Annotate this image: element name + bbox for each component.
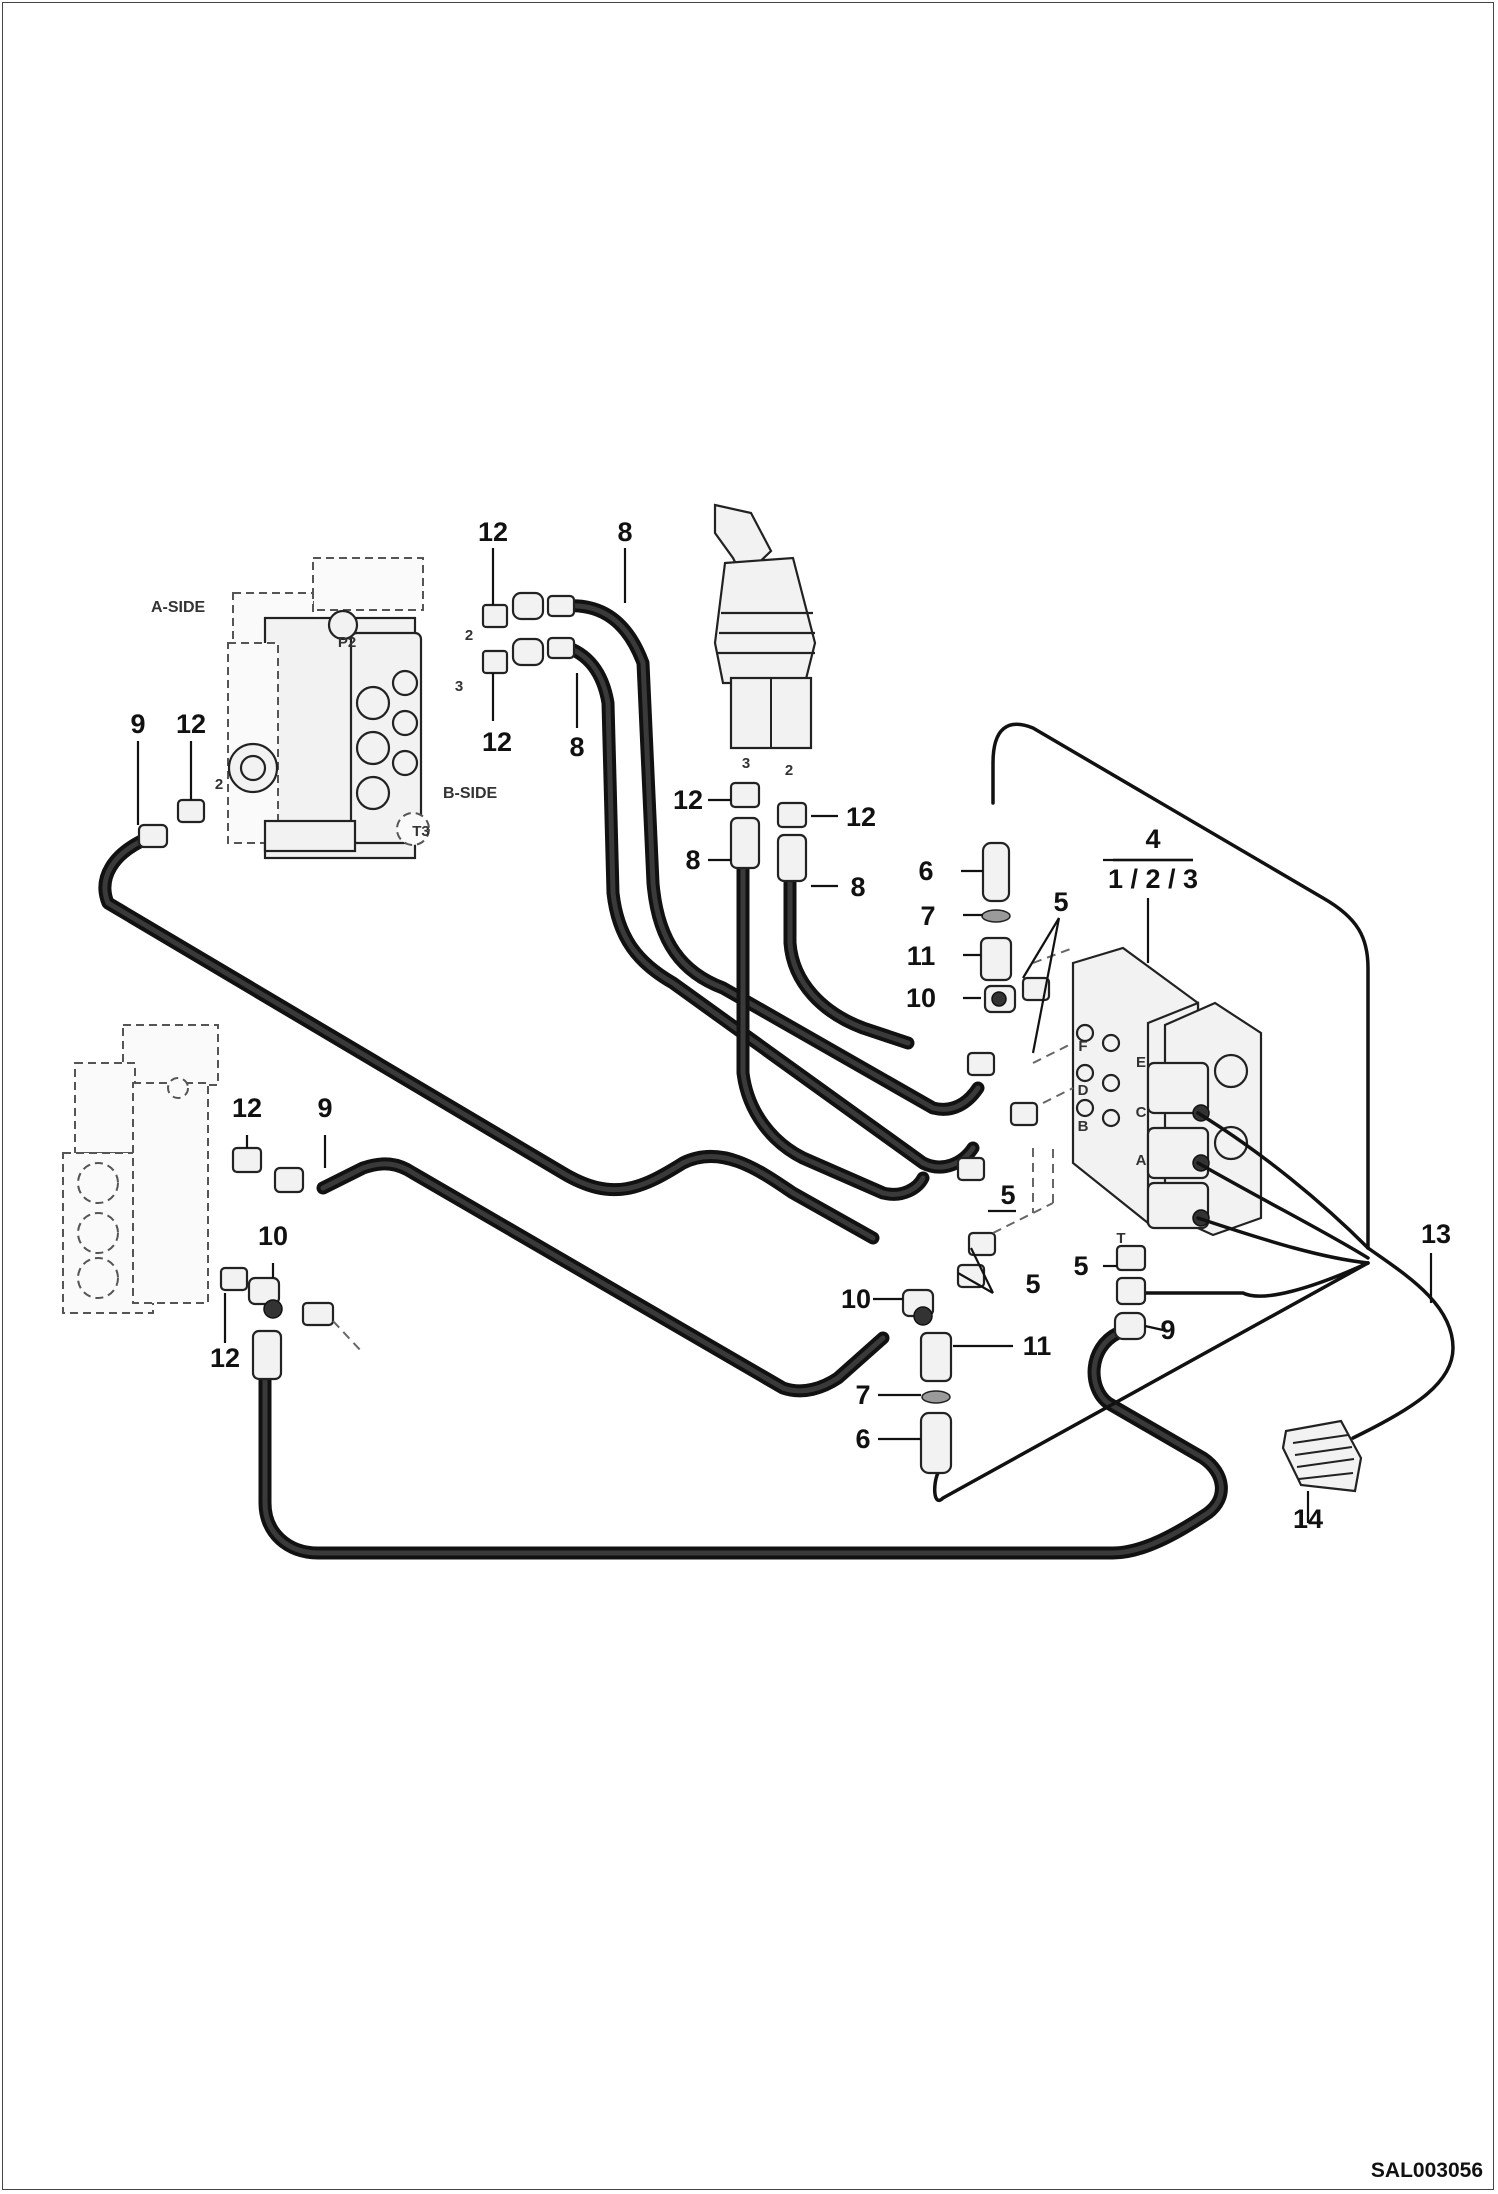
callout-4: 4 [1145,824,1160,854]
callout-13: 13 [1421,1219,1451,1249]
b-side-label: B-SIDE [443,785,498,802]
callout-7: 7 [855,1380,870,1410]
port-labels: A-SIDE B-SIDE P2 T3 2 3 2 3 2 E C A F D … [151,599,1147,1247]
callout-12: 12 [846,802,876,832]
block-port-b-label: B [1078,1118,1089,1135]
callout-8: 8 [569,732,584,762]
callout-8: 8 [617,517,632,547]
port-2b-label: 2 [215,776,223,793]
hydraulic-pilot-circuit-diagram: A-SIDE B-SIDE P2 T3 2 3 2 3 2 E C A F D … [62,503,1455,1560]
connector-plug [1281,1419,1363,1493]
callout-8: 8 [685,845,700,875]
main-control-valve [227,557,430,860]
callout-12: 12 [673,785,703,815]
callout-9: 9 [130,709,145,739]
callout-12: 12 [482,727,512,757]
block-port-d-label: D [1078,1082,1089,1099]
callout-5: 5 [1000,1180,1015,1210]
port-2-label: 2 [465,627,473,644]
dashed-connections [992,947,1074,1234]
auxiliary-valve [62,1024,219,1314]
joystick-port-2-label: 2 [785,762,793,779]
drawing-code: SAL003056 [1370,2159,1483,2182]
solenoid-valve-block [1071,946,1263,1237]
fittings [137,591,1147,1475]
callout-5: 5 [1073,1251,1088,1281]
callout-12: 12 [232,1093,262,1123]
callout-8: 8 [850,872,865,902]
hoses [98,599,1228,1560]
block-port-e-label: E [1136,1054,1146,1071]
callout-11: 11 [1023,1331,1052,1361]
joystick [713,503,817,750]
port-3-label: 3 [455,678,463,695]
t3-label: T3 [412,823,430,840]
block-port-f-label: F [1078,1038,1087,1055]
callout-12: 12 [176,709,206,739]
callout-5: 5 [1025,1269,1040,1299]
callout-6: 6 [918,856,933,886]
callout-7: 7 [920,901,935,931]
callout-9: 9 [317,1093,332,1123]
callout-12: 12 [210,1343,240,1373]
callout-12: 12 [478,517,508,547]
a-side-label: A-SIDE [151,599,206,616]
callout-10: 10 [258,1221,288,1251]
callout-6: 6 [855,1424,870,1454]
callout-14: 14 [1293,1504,1323,1534]
callout-5: 5 [1053,887,1068,917]
block-port-t-label: T [1116,1230,1125,1247]
joystick-port-3-label: 3 [742,755,750,772]
wire-harness [932,722,1455,1502]
callout-10: 10 [841,1284,871,1314]
block-port-a-label: A [1136,1152,1147,1169]
callout-numbers: 12 8 12 8 9 12 12 12 8 8 6 7 11 10 5 4 1… [130,517,1451,1534]
callout-11: 11 [907,941,936,971]
callout-4-variants: 1 / 2 / 3 [1108,864,1198,894]
block-port-c-label: C [1136,1104,1147,1121]
callout-10: 10 [906,983,936,1013]
callout-9: 9 [1160,1315,1175,1345]
p2-label: P2 [338,634,356,651]
